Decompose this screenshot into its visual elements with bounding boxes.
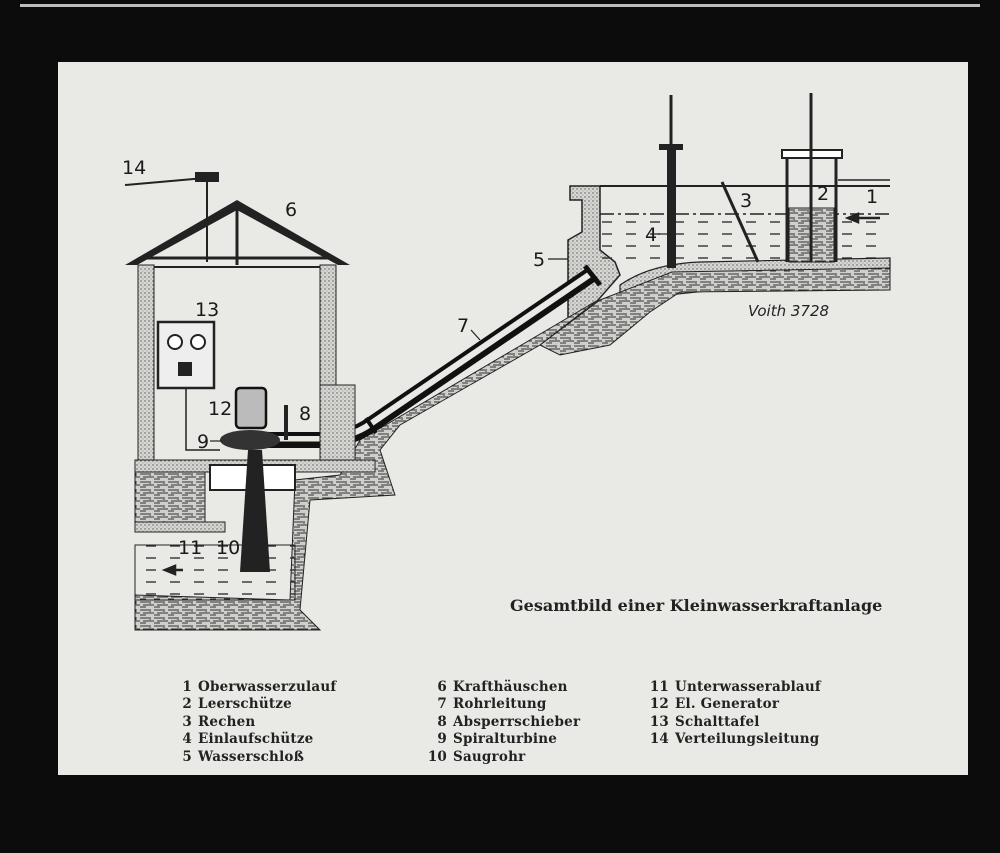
diagram-caption: Gesamtbild einer Kleinwasserkraftanlage <box>510 596 883 615</box>
spillway-gate <box>781 93 843 263</box>
callout-6: 6 <box>285 199 297 221</box>
callout-8: 8 <box>299 403 311 425</box>
switchboard <box>156 320 216 390</box>
flow-arrow-icon <box>844 212 880 224</box>
callout-9: 9 <box>197 431 209 453</box>
callout-13: 13 <box>195 299 219 321</box>
draft-tube <box>240 450 270 572</box>
callout-1: 1 <box>866 186 878 208</box>
callout-7: 7 <box>457 315 469 337</box>
maker-mark: Voith 3728 <box>748 302 829 320</box>
intake-gate <box>667 148 676 268</box>
outflow-arrow-icon <box>161 564 183 576</box>
callout-10: 10 <box>216 537 240 559</box>
distribution-line <box>124 175 208 262</box>
slide-frame-edge <box>20 4 980 7</box>
trash-rake <box>720 181 760 263</box>
spiral-turbine <box>220 430 280 450</box>
callout-11: 11 <box>178 537 202 559</box>
powerhouse <box>124 172 376 601</box>
headrace-intake <box>539 93 891 356</box>
callout-2: 2 <box>817 183 829 205</box>
callout-labels: 1 2 3 4 5 6 7 8 9 10 11 12 13 14 Voith 3… <box>122 157 878 559</box>
generator <box>234 386 268 430</box>
callout-3: 3 <box>740 190 752 212</box>
penstock-pipe <box>240 264 602 448</box>
callout-12: 12 <box>208 398 232 420</box>
callout-14: 14 <box>122 157 146 179</box>
callout-5: 5 <box>533 249 545 271</box>
callout-4: 4 <box>645 224 657 246</box>
